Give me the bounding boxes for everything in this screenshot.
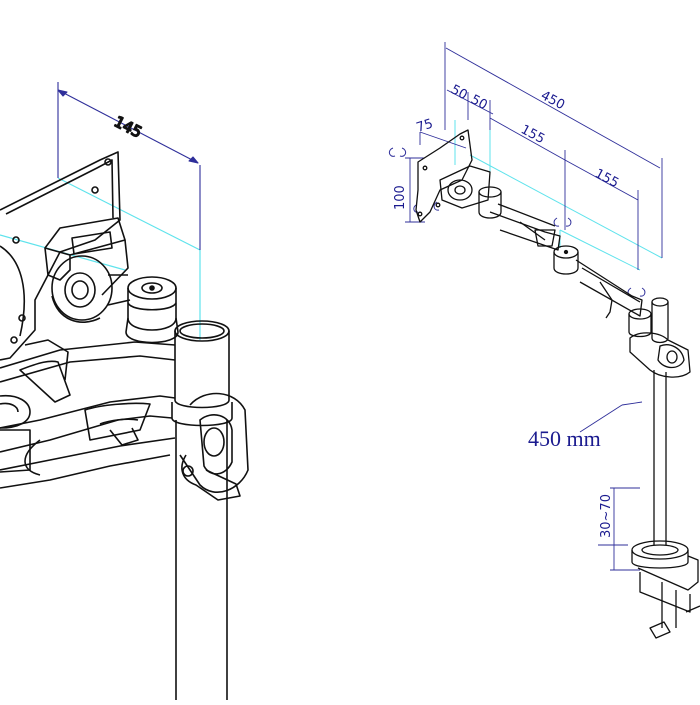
pole-head-right (629, 297, 691, 378)
desk-clamp-right (631, 540, 700, 639)
pole-right (653, 370, 667, 545)
right-view (388, 42, 700, 639)
dim-30-70: 30~70 (599, 494, 614, 538)
right-dimension-lines (405, 42, 663, 571)
right-arm-assembly (478, 186, 652, 338)
joint-lower-left (0, 394, 31, 473)
tilt-head-right (439, 165, 491, 209)
tilt-head-left (44, 217, 131, 323)
right-view-labels: 450 50 50 155 155 75 100 450 mm 30~70 (393, 82, 621, 538)
left-view: 145 (0, 82, 249, 700)
dim-450-top: 450 (538, 88, 567, 113)
dim-75: 75 (415, 116, 435, 135)
pole-left (171, 320, 233, 700)
left-dimension-145 (57, 82, 201, 250)
dim-450-mm: 450 mm (528, 426, 601, 451)
pole-clamp-left (179, 392, 249, 501)
dim-155-b: 155 (592, 166, 621, 191)
vesa-plate-right (415, 129, 473, 223)
left-dim-145-label: 145 (111, 113, 145, 142)
dim-100: 100 (393, 185, 408, 210)
dim-50-b: 50 (468, 92, 490, 113)
dim-155-a: 155 (518, 122, 547, 147)
vesa-plate-left (0, 151, 121, 361)
arm-body-left (0, 339, 176, 489)
dim-50-a: 50 (448, 82, 470, 103)
joint-upper-left (125, 276, 179, 344)
